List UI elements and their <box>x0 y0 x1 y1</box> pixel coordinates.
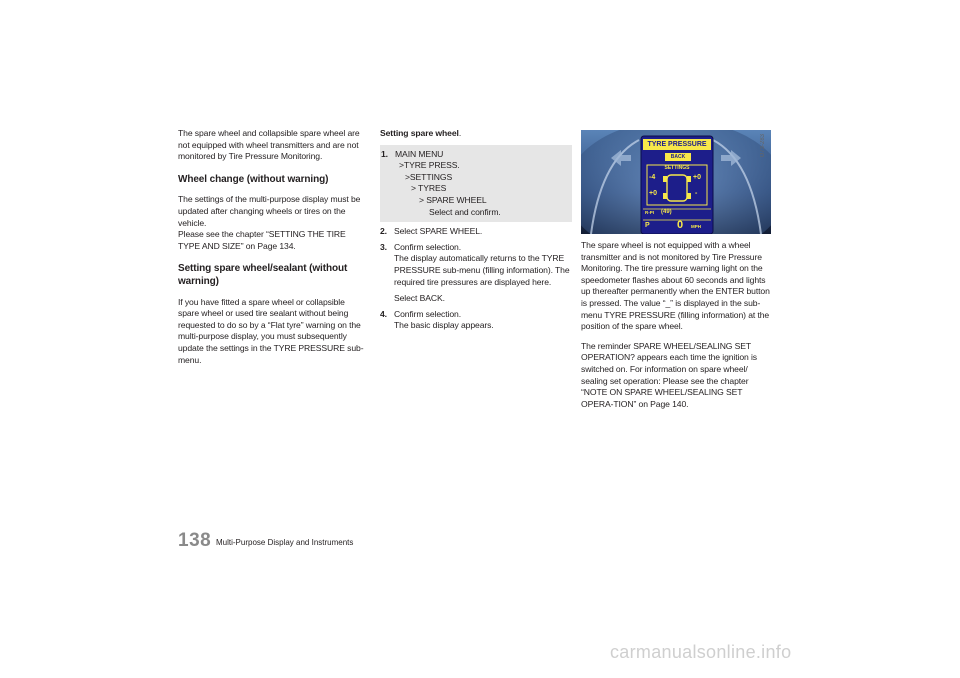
menu-path-box: 1. MAIN MENU >TYRE PRESS. >SETTINGS > TY… <box>380 144 572 223</box>
step-text: Confirm selection. <box>394 241 461 252</box>
instrument-cluster-illustration <box>581 130 771 234</box>
display-spare-label: R-PI <box>645 210 654 215</box>
step-detail: The basic display appears. <box>394 320 494 331</box>
setting-spare-wheel-heading: Setting spare wheel. <box>380 128 462 138</box>
step-number: 2. <box>380 226 387 237</box>
step-text: Select SPARE WHEEL. <box>394 226 483 237</box>
menu-path-line: Select and confirm. <box>429 206 501 217</box>
menu-path-line: > SPARE WHEEL <box>419 194 487 205</box>
middle-column: Setting spare wheel. 1. MAIN MENU >TYRE … <box>380 128 572 332</box>
heading-spare-wheel-sealant: Setting spare wheel/sealant (without war… <box>178 263 348 287</box>
step-3: 3. Confirm selection. The display automa… <box>380 242 572 305</box>
page-number: 138 <box>178 530 212 551</box>
display-gear: P <box>645 222 650 229</box>
step-4: 4. Confirm selection. The basic display … <box>380 309 572 332</box>
wheel-change-paragraph: The settings of the multi-purpose displa… <box>178 194 361 228</box>
spare-wheel-info-paragraph: The spare wheel is not equipped with a w… <box>581 240 770 332</box>
left-column: The spare wheel and collapsible spare wh… <box>178 128 368 366</box>
menu-path-line: MAIN MENU <box>395 148 444 159</box>
menu-path-line: >TYRE PRESS. <box>399 160 460 171</box>
display-title: TYRE PRESSURE <box>647 141 707 148</box>
step-number: 4. <box>380 308 387 319</box>
right-column: The spare wheel is not equipped with a w… <box>581 240 771 410</box>
wheel-change-reference: Please see the chapter “SETTING THE TIRE… <box>178 229 346 251</box>
step-text: Confirm selection. <box>394 308 461 319</box>
spare-wheel-sealant-paragraph: If you have fitted a spare wheel or coll… <box>178 296 364 365</box>
display-speed-unit: MPH <box>691 224 701 229</box>
arrow-right-icon <box>721 150 741 166</box>
setting-spare-wheel-heading-bold: Setting spare wheel <box>380 128 459 138</box>
display-rear-right-value: - <box>695 190 698 197</box>
watermark: carmanualsonline.info <box>610 642 792 662</box>
step-number: 3. <box>380 241 387 252</box>
display-front-right-value: +0 <box>693 174 701 181</box>
display-settings-label: SETTINGS <box>664 165 690 171</box>
display-rear-left-value: +0 <box>649 190 657 197</box>
reminder-paragraph: The reminder SPARE WHEEL/SEALING SET OPE… <box>581 340 757 409</box>
step-substep: Select BACK. <box>394 293 445 304</box>
heading-wheel-change: Wheel change (without warning) <box>178 173 329 185</box>
display-spare-value: (49) <box>661 209 672 215</box>
step-number: 1. <box>381 148 388 159</box>
intro-paragraph: The spare wheel and collapsible spare wh… <box>178 128 360 162</box>
step-1: 1. MAIN MENU >TYRE PRESS. >SETTINGS > TY… <box>381 149 568 219</box>
display-back-item: BACK <box>670 154 686 160</box>
menu-path-line: > TYRES <box>411 183 447 194</box>
step-2: 2. Select SPARE WHEEL. <box>380 226 572 238</box>
display-front-left-value: -4 <box>649 174 656 181</box>
arrow-left-icon <box>611 150 631 166</box>
figure-code: O73-283 <box>760 134 766 158</box>
display-speed: 0 <box>677 219 684 231</box>
menu-path-line: >SETTINGS <box>405 171 453 182</box>
step-detail: The display automatically returns to the… <box>394 253 570 287</box>
section-title: Multi-Purpose Display and Instruments <box>216 538 354 547</box>
multi-purpose-display-photo: TYRE PRESSURE BACK SETTINGS -4 +0 +0 - R… <box>581 130 771 234</box>
